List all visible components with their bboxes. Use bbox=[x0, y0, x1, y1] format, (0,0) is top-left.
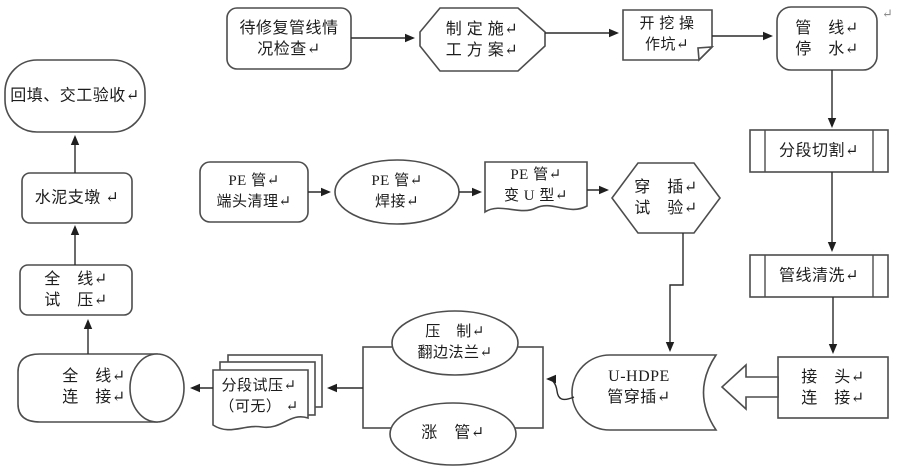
joint-connect-shape bbox=[777, 356, 889, 419]
pipeline-clean-shape bbox=[749, 254, 889, 298]
full-connect-cylinder-body bbox=[17, 353, 158, 423]
cement-support-label: 水泥支墩 ↵ bbox=[34, 189, 120, 207]
insert-test-hexagon-shape bbox=[611, 162, 721, 234]
dig-pit-label: 开 挖 操 作坑↵ bbox=[639, 16, 695, 53]
full-test-shape bbox=[19, 264, 133, 316]
block-arrow-joint-to-uhdpe bbox=[720, 363, 779, 411]
inspect-label: 待修复管线情 况检查↵ bbox=[239, 20, 339, 58]
insert-test-label: 穿 插↵ 试 验↵ bbox=[634, 179, 698, 217]
pe-u-shape-label: PE 管↵ 变 U 型↵ bbox=[504, 167, 568, 204]
arrow-uhdpe-to-flangegroup bbox=[546, 374, 575, 401]
pe-u-document-shape bbox=[484, 161, 588, 214]
stop-water-shape bbox=[776, 6, 878, 71]
segment-test-label: 分段试压↵ （可无） ↵ bbox=[219, 378, 299, 415]
full-test-label: 全 线↵ 试 压↵ bbox=[44, 271, 108, 309]
dig-pit-fold-corner bbox=[697, 46, 715, 62]
uhdpe-insert-label: U-HDPE 管穿插↵ bbox=[607, 368, 671, 406]
segment-cut-shape bbox=[749, 129, 889, 173]
press-flange-shape bbox=[391, 310, 519, 376]
cement-support-shape bbox=[21, 172, 133, 224]
segment-cut-label: 分段切割↵ bbox=[779, 142, 859, 160]
pe-weld-label: PE 管↵ 焊接↵ bbox=[371, 173, 423, 210]
plan-octagon-shape bbox=[419, 7, 546, 72]
pe-end-clean-label: PE 管↵ 端头清理↵ bbox=[216, 173, 292, 210]
stray-return-mark: ↵ bbox=[882, 6, 893, 21]
stop-water-label: 管 线↵ 停 水↵ bbox=[795, 20, 859, 58]
backfill-accept-label: 回填、交工验收↵ bbox=[10, 87, 140, 105]
press-flange-label: 压 制↵ 翻边法兰↵ bbox=[417, 324, 493, 361]
arrow-testhex-to-uhdpe bbox=[665, 233, 684, 352]
uhdpe-delay-shape bbox=[571, 354, 718, 431]
full-connect-cylinder-end bbox=[129, 353, 185, 423]
segment-test-sheet-front bbox=[212, 369, 309, 431]
joint-connect-label: 接 头↵ 连 接↵ bbox=[801, 369, 865, 407]
full-connect-label: 全 线↵ 连 接↵ bbox=[62, 368, 126, 406]
expand-pipe-label: 涨 管↵ bbox=[421, 424, 485, 442]
backfill-terminator-shape bbox=[4, 59, 146, 133]
plan-label: 制 定 施↵ 工 方 案↵ bbox=[445, 21, 519, 59]
pipeline-clean-label: 管线清洗↵ bbox=[779, 267, 859, 285]
expand-pipe-shape bbox=[389, 402, 517, 466]
